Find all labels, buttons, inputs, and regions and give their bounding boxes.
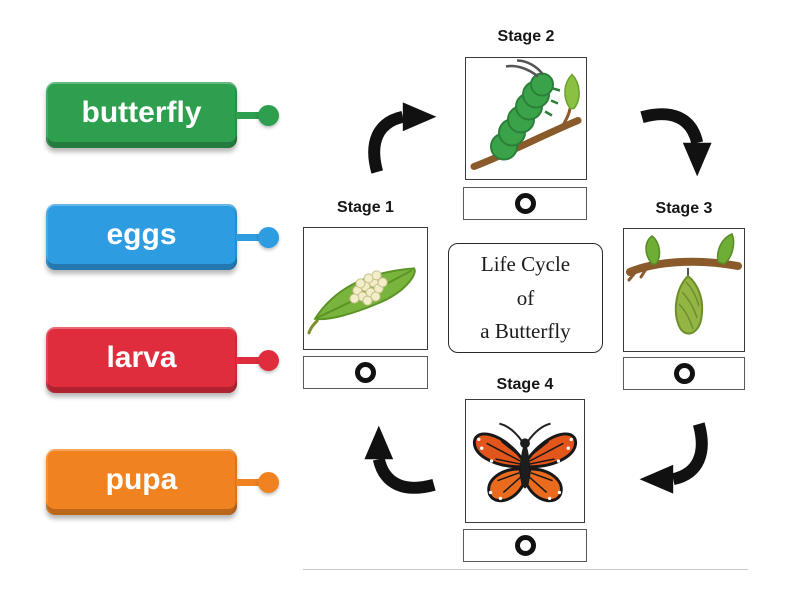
target-ring-icon [514, 535, 536, 556]
arrow-stage2-to-stage3-icon [634, 106, 714, 186]
connector-dot-icon [258, 349, 279, 371]
connector-stem [236, 478, 262, 486]
draggable-label-eggs[interactable]: eggs [46, 204, 279, 270]
label-text: eggs [106, 217, 177, 251]
stage-3-image-chrysalis [623, 228, 745, 352]
center-title-line: of [516, 285, 535, 310]
draggable-label-larva[interactable]: larva [46, 327, 279, 393]
stage-2-title: Stage 2 [497, 28, 555, 45]
label-text: pupa [105, 462, 178, 496]
label-text: butterfly [81, 95, 202, 129]
connector-dot-icon [258, 226, 279, 248]
stage-2-answer-slot[interactable] [463, 187, 587, 220]
monarch-butterfly-icon [472, 422, 578, 503]
target-ring-icon [673, 363, 695, 384]
center-title-line: a Butterfly [480, 318, 571, 343]
diagram-center-title: Life Cycle of a Butterfly [448, 243, 603, 353]
connector-stem [236, 111, 262, 119]
connector-stem [236, 356, 262, 364]
draggable-label-butterfly[interactable]: butterfly [46, 82, 279, 148]
stage-4-title: Stage 4 [496, 376, 554, 393]
arrow-stage1-to-stage2-icon [366, 100, 446, 180]
diagram-bottom-edge [303, 569, 748, 570]
draggable-label-pupa[interactable]: pupa [46, 449, 279, 515]
stage-2-image-caterpillar [465, 57, 587, 180]
stage-4-image-butterfly [465, 399, 585, 523]
target-ring-icon [355, 362, 376, 383]
stage-1-answer-slot[interactable] [303, 356, 428, 389]
connector-dot-icon [258, 471, 279, 493]
center-title-line: Life Cycle [480, 252, 571, 277]
arrow-stage4-to-stage1-icon [362, 416, 442, 496]
arrow-stage3-to-stage4-icon [630, 416, 710, 496]
caterpillar-on-branch-icon [470, 59, 582, 170]
connector-stem [236, 233, 262, 241]
target-ring-icon [514, 193, 536, 214]
stage-1-image-eggs [303, 227, 428, 350]
chrysalis-on-branch-icon [626, 233, 742, 335]
stage-1-title: Stage 1 [337, 199, 394, 216]
stage-3-answer-slot[interactable] [623, 357, 745, 390]
stage-4-answer-slot[interactable] [463, 529, 587, 562]
label-text: larva [106, 340, 177, 374]
stage-3-title: Stage 3 [655, 200, 713, 217]
eggs-on-leaf-icon [307, 267, 416, 335]
connector-dot-icon [258, 104, 279, 126]
